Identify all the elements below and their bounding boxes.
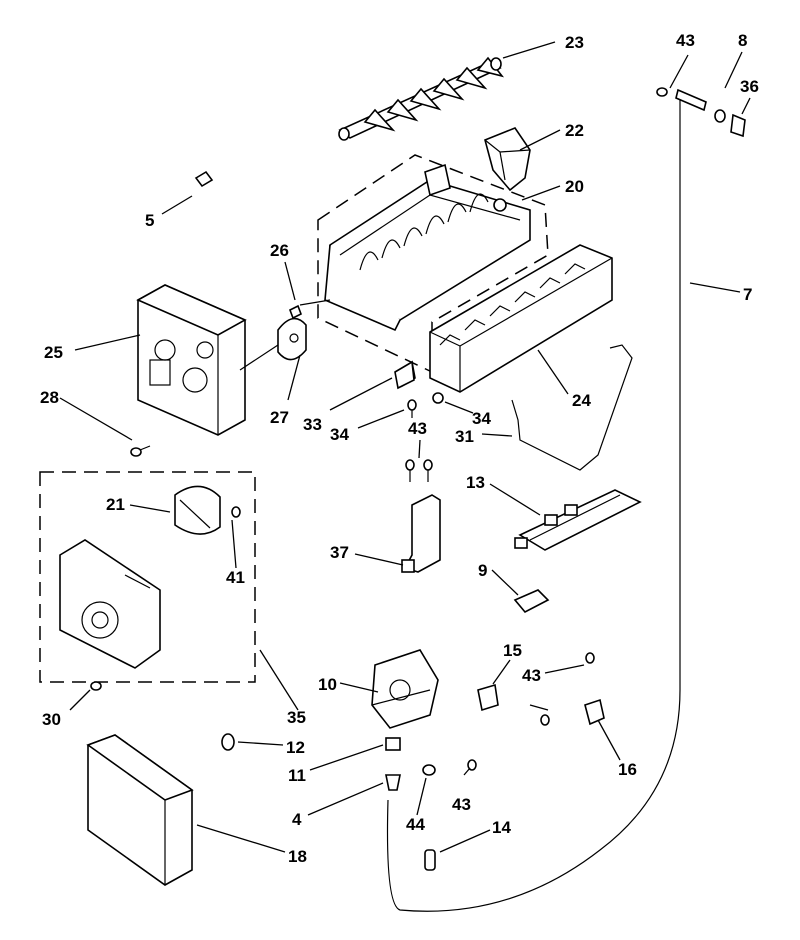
callout-13: 13 (466, 473, 485, 492)
callout-44: 44 (406, 815, 425, 834)
callout-41: 41 (226, 568, 245, 587)
motor-part-21 (174, 485, 221, 535)
callout-16: 16 (618, 760, 637, 779)
callout-27: 27 (270, 408, 289, 427)
callout-18: 18 (288, 847, 307, 866)
callout-8: 8 (738, 31, 747, 50)
callout-11: 11 (288, 766, 306, 785)
callout-30: 30 (42, 710, 61, 729)
callout-4: 4 (292, 810, 302, 829)
assembly-boundary-35 (39, 471, 256, 683)
screw-part-41 (231, 506, 241, 518)
screw-part-28 (130, 445, 151, 457)
callout-25: 25 (44, 343, 63, 362)
callout-43-right: 43 (522, 666, 541, 685)
motor-part-27 (239, 317, 307, 371)
callout-15: 15 (503, 641, 522, 660)
callout-34-right: 34 (472, 409, 491, 428)
wiring-harness-part-13 (514, 489, 642, 551)
part-12 (221, 733, 235, 751)
callout-43-center: 43 (408, 419, 427, 438)
callout-35: 35 (287, 708, 306, 727)
cover-box-part-18 (86, 734, 194, 886)
tube-part-14 (424, 849, 436, 871)
callout-7: 7 (743, 285, 752, 304)
callout-21: 21 (106, 495, 125, 514)
callout-10: 10 (318, 675, 337, 694)
callout-26: 26 (270, 241, 289, 260)
shutoff-arm-part-31 (511, 344, 633, 471)
clip-part-15 (477, 683, 499, 712)
bracket-part-37 (401, 494, 441, 573)
callout-23: 23 (565, 33, 584, 52)
callout-36: 36 (740, 77, 759, 96)
clip-part-16 (584, 652, 605, 726)
water-valve-part-10 (371, 649, 439, 729)
nut-part-44 (422, 764, 436, 776)
callout-37: 37 (330, 543, 349, 562)
back-plate-part-35 (59, 539, 161, 669)
ice-mold-part-20 (324, 163, 531, 332)
screws-part-43-valve (467, 714, 550, 771)
callout-20: 20 (565, 177, 584, 196)
control-housing-part-25 (136, 284, 247, 436)
callout-34-left: 34 (330, 425, 349, 444)
cover-part-22 (484, 127, 531, 192)
callout-12: 12 (286, 738, 305, 757)
callout-28: 28 (40, 388, 59, 407)
callout-33: 33 (303, 415, 322, 434)
callout-9: 9 (478, 561, 487, 580)
screw-part-30 (90, 681, 102, 691)
callout-22: 22 (565, 121, 584, 140)
fill-tube-part-7 (386, 98, 681, 912)
bracket-part-33 (394, 360, 415, 390)
assembly-boundary-20 (317, 154, 549, 374)
part-9 (513, 589, 550, 614)
tube-fittings-top (656, 87, 746, 138)
callout-14: 14 (492, 818, 511, 837)
leader-lines (59, 41, 751, 853)
callout-31: 31 (455, 427, 474, 446)
callout-5: 5 (145, 211, 154, 230)
screw-part-34 (407, 399, 417, 418)
fill-cup-part-24 (429, 244, 613, 393)
callout-43-bottom: 43 (452, 795, 471, 814)
callout-24: 24 (572, 391, 591, 410)
fitting-part-11 (385, 737, 401, 751)
ejector-part-23 (338, 56, 505, 141)
screws-part-43-center (405, 459, 433, 482)
clip-part-5 (194, 170, 214, 188)
fitting-part-4 (385, 774, 401, 791)
callout-43-top: 43 (676, 31, 695, 50)
